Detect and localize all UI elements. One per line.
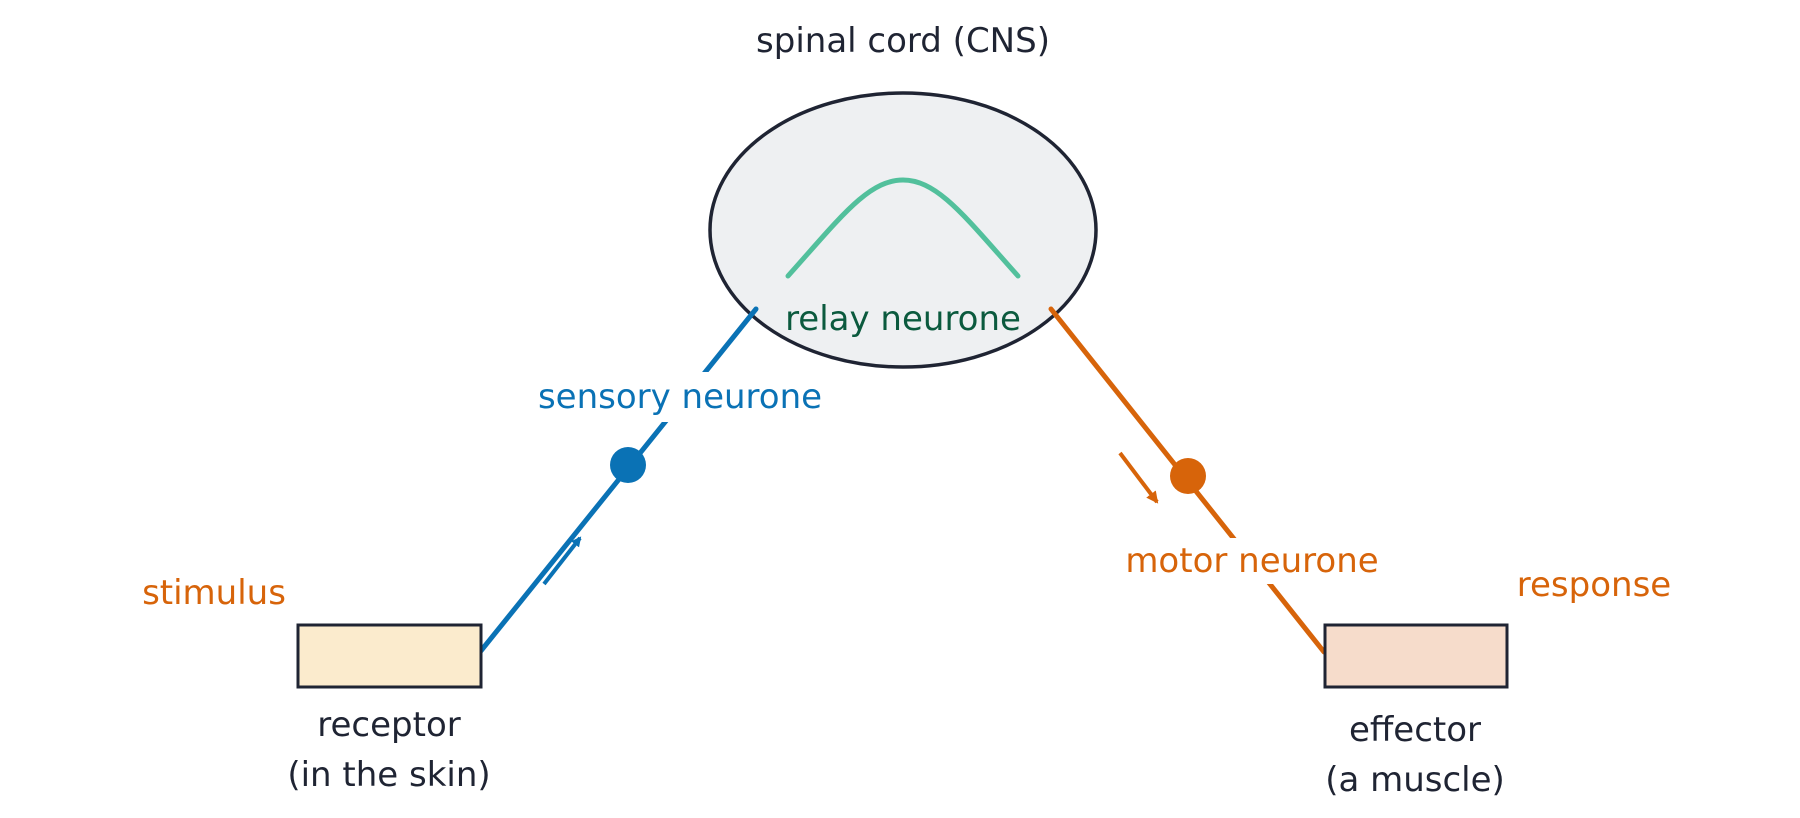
effector-box bbox=[1323, 623, 1509, 689]
motor-neurone-label: motor neurone bbox=[1125, 541, 1378, 581]
sensory-neurone-label: sensory neurone bbox=[538, 377, 822, 417]
effector-label: effector bbox=[1349, 710, 1481, 750]
sensory-cell-body bbox=[610, 447, 646, 483]
relay-neurone-curve bbox=[785, 177, 1021, 279]
sensory-neurone-line bbox=[477, 306, 759, 655]
motor-direction-arrow bbox=[1118, 451, 1159, 504]
sensory-direction-arrow bbox=[542, 536, 582, 586]
spinal-cord-ellipse bbox=[708, 91, 1098, 369]
receptor-box bbox=[296, 623, 483, 689]
spinal-cord-label: spinal cord (CNS) bbox=[756, 21, 1050, 61]
stimulus-label: stimulus bbox=[142, 573, 286, 613]
receptor-label: receptor bbox=[317, 705, 460, 745]
receptor-location-label: (in the skin) bbox=[287, 755, 490, 795]
response-label: response bbox=[1517, 565, 1671, 605]
relay-neurone-label: relay neurone bbox=[785, 299, 1021, 339]
motor-cell-body bbox=[1170, 458, 1206, 494]
effector-type-label: (a muscle) bbox=[1325, 760, 1505, 800]
